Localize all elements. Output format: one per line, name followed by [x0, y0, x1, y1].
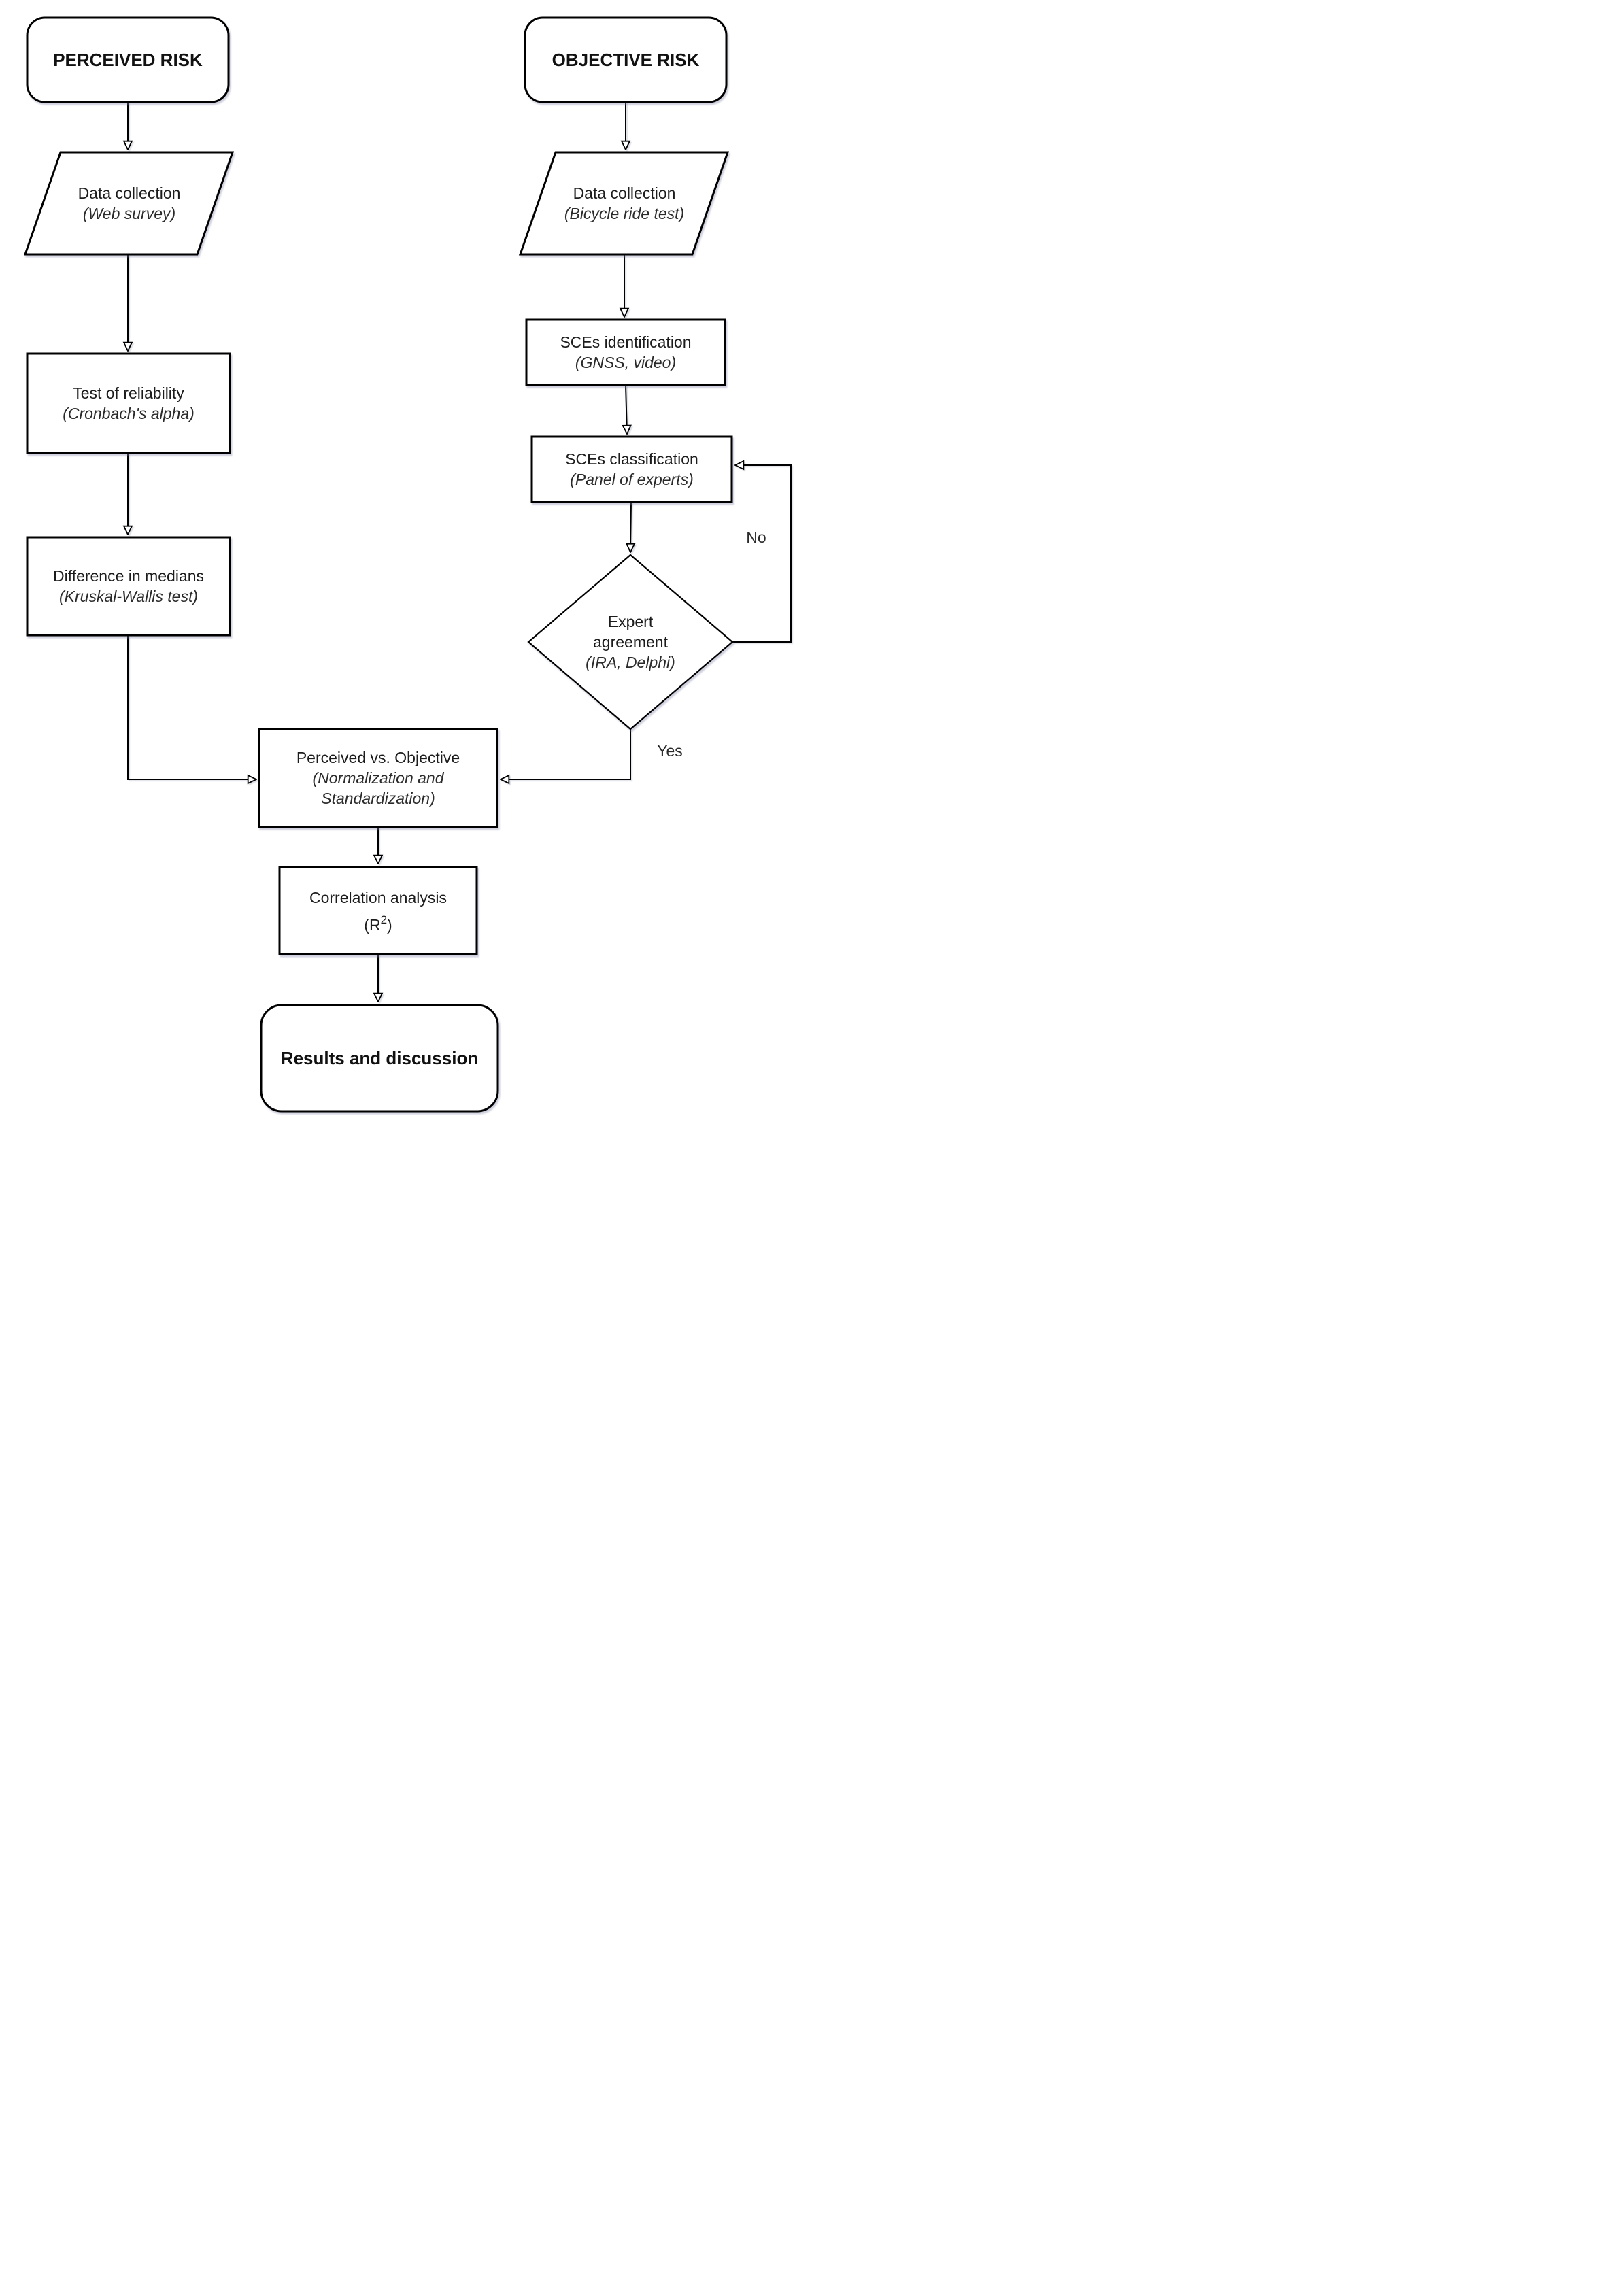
- flowchart-canvas: No Yes PERCEIVED RISK Data collection (W…: [23, 16, 792, 1113]
- edge-classification-to-decision: [630, 501, 631, 552]
- test-of-reliability-shape: [26, 352, 231, 454]
- node-perceived-vs-objective: Perceived vs. Objective (Normalization a…: [258, 728, 498, 828]
- edge-identification-to-classification: [626, 384, 627, 434]
- perceived-vs-objective-shape: [258, 728, 498, 828]
- perceived-risk-shape: [26, 16, 230, 103]
- sces-identification-shape: [525, 318, 726, 386]
- difference-in-medians-shape: [26, 536, 231, 637]
- edge-decision-no-loop: [732, 465, 792, 643]
- node-data-collection-web: Data collection (Web survey): [23, 151, 235, 256]
- flowchart-figure: No Yes PERCEIVED RISK Data collection (W…: [0, 0, 812, 1142]
- data-collection-web-shape: [23, 151, 235, 256]
- node-perceived-risk: PERCEIVED RISK: [26, 16, 230, 103]
- node-expert-agreement-decision: Expert agreement (IRA, Delphi): [527, 554, 734, 730]
- objective-risk-label: OBJECTIVE RISK: [552, 50, 700, 70]
- data-collection-web-line1: Data collection: [78, 184, 181, 202]
- edge-medians-to-comparison: [127, 635, 256, 779]
- node-difference-in-medians: Difference in medians (Kruskal-Wallis te…: [26, 536, 231, 637]
- node-correlation-analysis: Correlation analysis (R2): [278, 866, 478, 955]
- node-results-and-discussion: Results and discussion: [260, 1004, 499, 1113]
- perceived-vs-objective-line3: Standardization): [321, 790, 435, 807]
- sces-identification-line2: (GNSS, video): [575, 354, 676, 371]
- node-data-collection-ride: Data collection (Bicycle ride test): [518, 151, 730, 256]
- data-collection-ride-shape: [518, 151, 730, 256]
- correlation-analysis-shape: [278, 866, 478, 955]
- edges: [127, 102, 792, 1002]
- perceived-risk-label: PERCEIVED RISK: [53, 50, 203, 70]
- node-sces-classification: SCEs classification (Panel of experts): [530, 435, 733, 503]
- sces-classification-line1: SCEs classification: [565, 450, 698, 468]
- results-and-discussion-shape: [260, 1004, 499, 1113]
- objective-risk-shape: [524, 16, 728, 103]
- perceived-vs-objective-line1: Perceived vs. Objective: [297, 749, 460, 766]
- node-objective-risk: OBJECTIVE RISK: [524, 16, 728, 103]
- expert-agreement-diamond-shape: [527, 554, 734, 730]
- edge-decision-yes-to-comparison: [501, 729, 631, 779]
- expert-agreement-line2: agreement: [593, 633, 669, 651]
- difference-in-medians-line1: Difference in medians: [53, 567, 204, 585]
- expert-agreement-line1: Expert: [608, 613, 654, 630]
- sces-classification-shape: [530, 435, 733, 503]
- perceived-vs-objective-line2: (Normalization and: [312, 769, 444, 787]
- data-collection-ride-line2: (Bicycle ride test): [564, 205, 684, 222]
- correlation-analysis-line2: (R2): [364, 913, 392, 934]
- edge-label-yes: Yes: [657, 742, 683, 760]
- difference-in-medians-line2: (Kruskal-Wallis test): [59, 588, 198, 605]
- test-of-reliability-line2: (Cronbach's alpha): [63, 405, 194, 422]
- data-collection-web-line2: (Web survey): [83, 205, 175, 222]
- sces-classification-line2: (Panel of experts): [570, 471, 694, 488]
- edge-label-no: No: [746, 528, 766, 546]
- results-and-discussion-label: Results and discussion: [281, 1048, 478, 1068]
- node-sces-identification: SCEs identification (GNSS, video): [525, 318, 726, 386]
- sces-identification-line1: SCEs identification: [560, 333, 691, 351]
- correlation-analysis-line1: Correlation analysis: [309, 889, 447, 907]
- node-test-of-reliability: Test of reliability (Cronbach's alpha): [26, 352, 231, 454]
- test-of-reliability-line1: Test of reliability: [73, 384, 184, 402]
- expert-agreement-line3: (IRA, Delphi): [586, 654, 675, 671]
- data-collection-ride-line1: Data collection: [573, 184, 676, 202]
